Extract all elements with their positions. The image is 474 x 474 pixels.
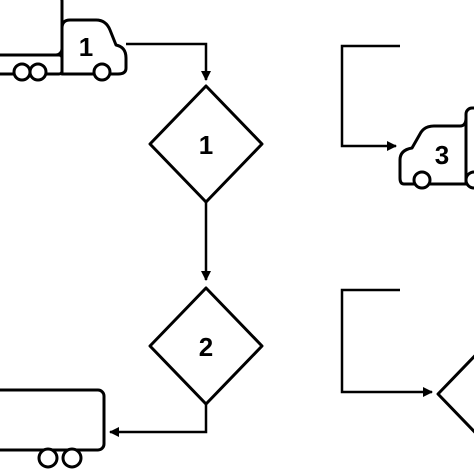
truck-3-wheel	[412, 170, 432, 190]
connector-decision2-to-truck	[109, 404, 208, 437]
truck-3-trailer	[464, 106, 474, 188]
truck-bottom-left-wheel	[37, 447, 59, 469]
truck-1-trailer	[0, 0, 64, 57]
truck-3	[398, 106, 474, 190]
truck-1-wheel	[28, 62, 48, 82]
truck-3-wheel	[464, 170, 474, 190]
decision-right	[436, 354, 474, 434]
truck-bottom-left	[0, 388, 106, 469]
truck-bottom-left-wheel	[61, 447, 83, 469]
connector-loop-to-truck3	[340, 44, 400, 151]
connector-loop-to-decision-right	[340, 288, 433, 397]
truck-3-cab	[398, 116, 468, 186]
truck-1	[0, 0, 128, 82]
truck-1-label: 1	[79, 32, 93, 62]
decision-2-label: 2	[199, 332, 213, 362]
truck-bottom-left-trailer	[0, 388, 106, 452]
truck-1-wheel	[92, 62, 112, 82]
decision-1-label: 1	[199, 130, 213, 160]
connector-truck1-to-decision1	[126, 42, 211, 81]
truck-1-cab	[60, 18, 128, 76]
truck-3-label: 3	[435, 140, 449, 170]
truck-1-wheel	[12, 62, 32, 82]
